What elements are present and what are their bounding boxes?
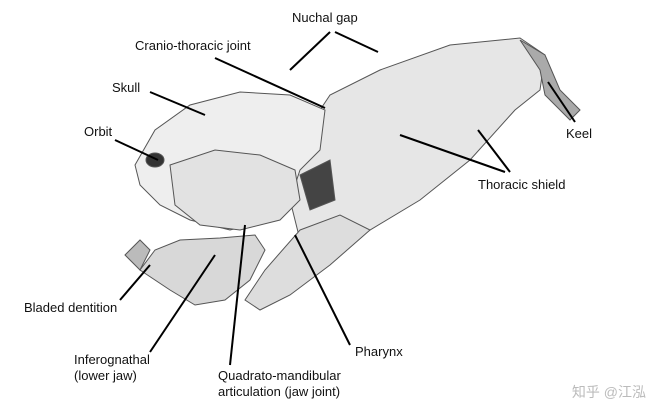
leader-skull	[149, 91, 206, 116]
label-inferognathal-line2: (lower jaw)	[74, 368, 137, 383]
leader-nuchal-gap-b	[334, 31, 379, 53]
label-nuchal-gap: Nuchal gap	[292, 10, 358, 25]
label-thoracic-shield: Thoracic shield	[478, 177, 566, 192]
leader-nuchal-gap-a	[289, 31, 331, 71]
label-quadrato-mandibular: Quadrato-mandibular articulation (jaw jo…	[218, 368, 341, 400]
watermark: 知乎 @江泓	[571, 384, 646, 400]
leader-cranio-thoracic	[214, 57, 326, 109]
leader-thoracic-a	[399, 134, 506, 173]
dentition-shape	[124, 239, 151, 271]
leader-dentition	[119, 264, 151, 301]
keel-shape	[519, 39, 581, 121]
label-inferognathal: Inferognathal (lower jaw)	[74, 352, 150, 384]
thoracic-shield-shape	[289, 37, 546, 251]
label-orbit: Orbit	[84, 124, 113, 139]
label-pharynx: Pharynx	[355, 344, 403, 359]
label-keel: Keel	[566, 126, 593, 141]
leader-thoracic-b	[477, 129, 511, 173]
label-quadrato-line1: Quadrato-mandibular	[218, 368, 341, 383]
leader-keel	[547, 81, 576, 123]
label-bladed-dentition: Bladed dentition	[24, 300, 118, 315]
label-skull: Skull	[112, 80, 141, 95]
leader-inferognathal	[149, 254, 216, 353]
ventral-plate-shape	[244, 214, 371, 311]
lower-jaw-shape	[139, 234, 266, 306]
cheek-plate-shape	[169, 149, 301, 231]
leader-quadrato	[229, 224, 246, 366]
label-quadrato-line2: articulation (jaw joint)	[218, 384, 341, 399]
label-cranio-thoracic-joint: Cranio-thoracic joint	[135, 38, 251, 53]
leader-pharynx	[294, 234, 351, 346]
leader-orbit	[114, 139, 159, 161]
label-inferognathal-line1: Inferognathal	[74, 352, 150, 367]
